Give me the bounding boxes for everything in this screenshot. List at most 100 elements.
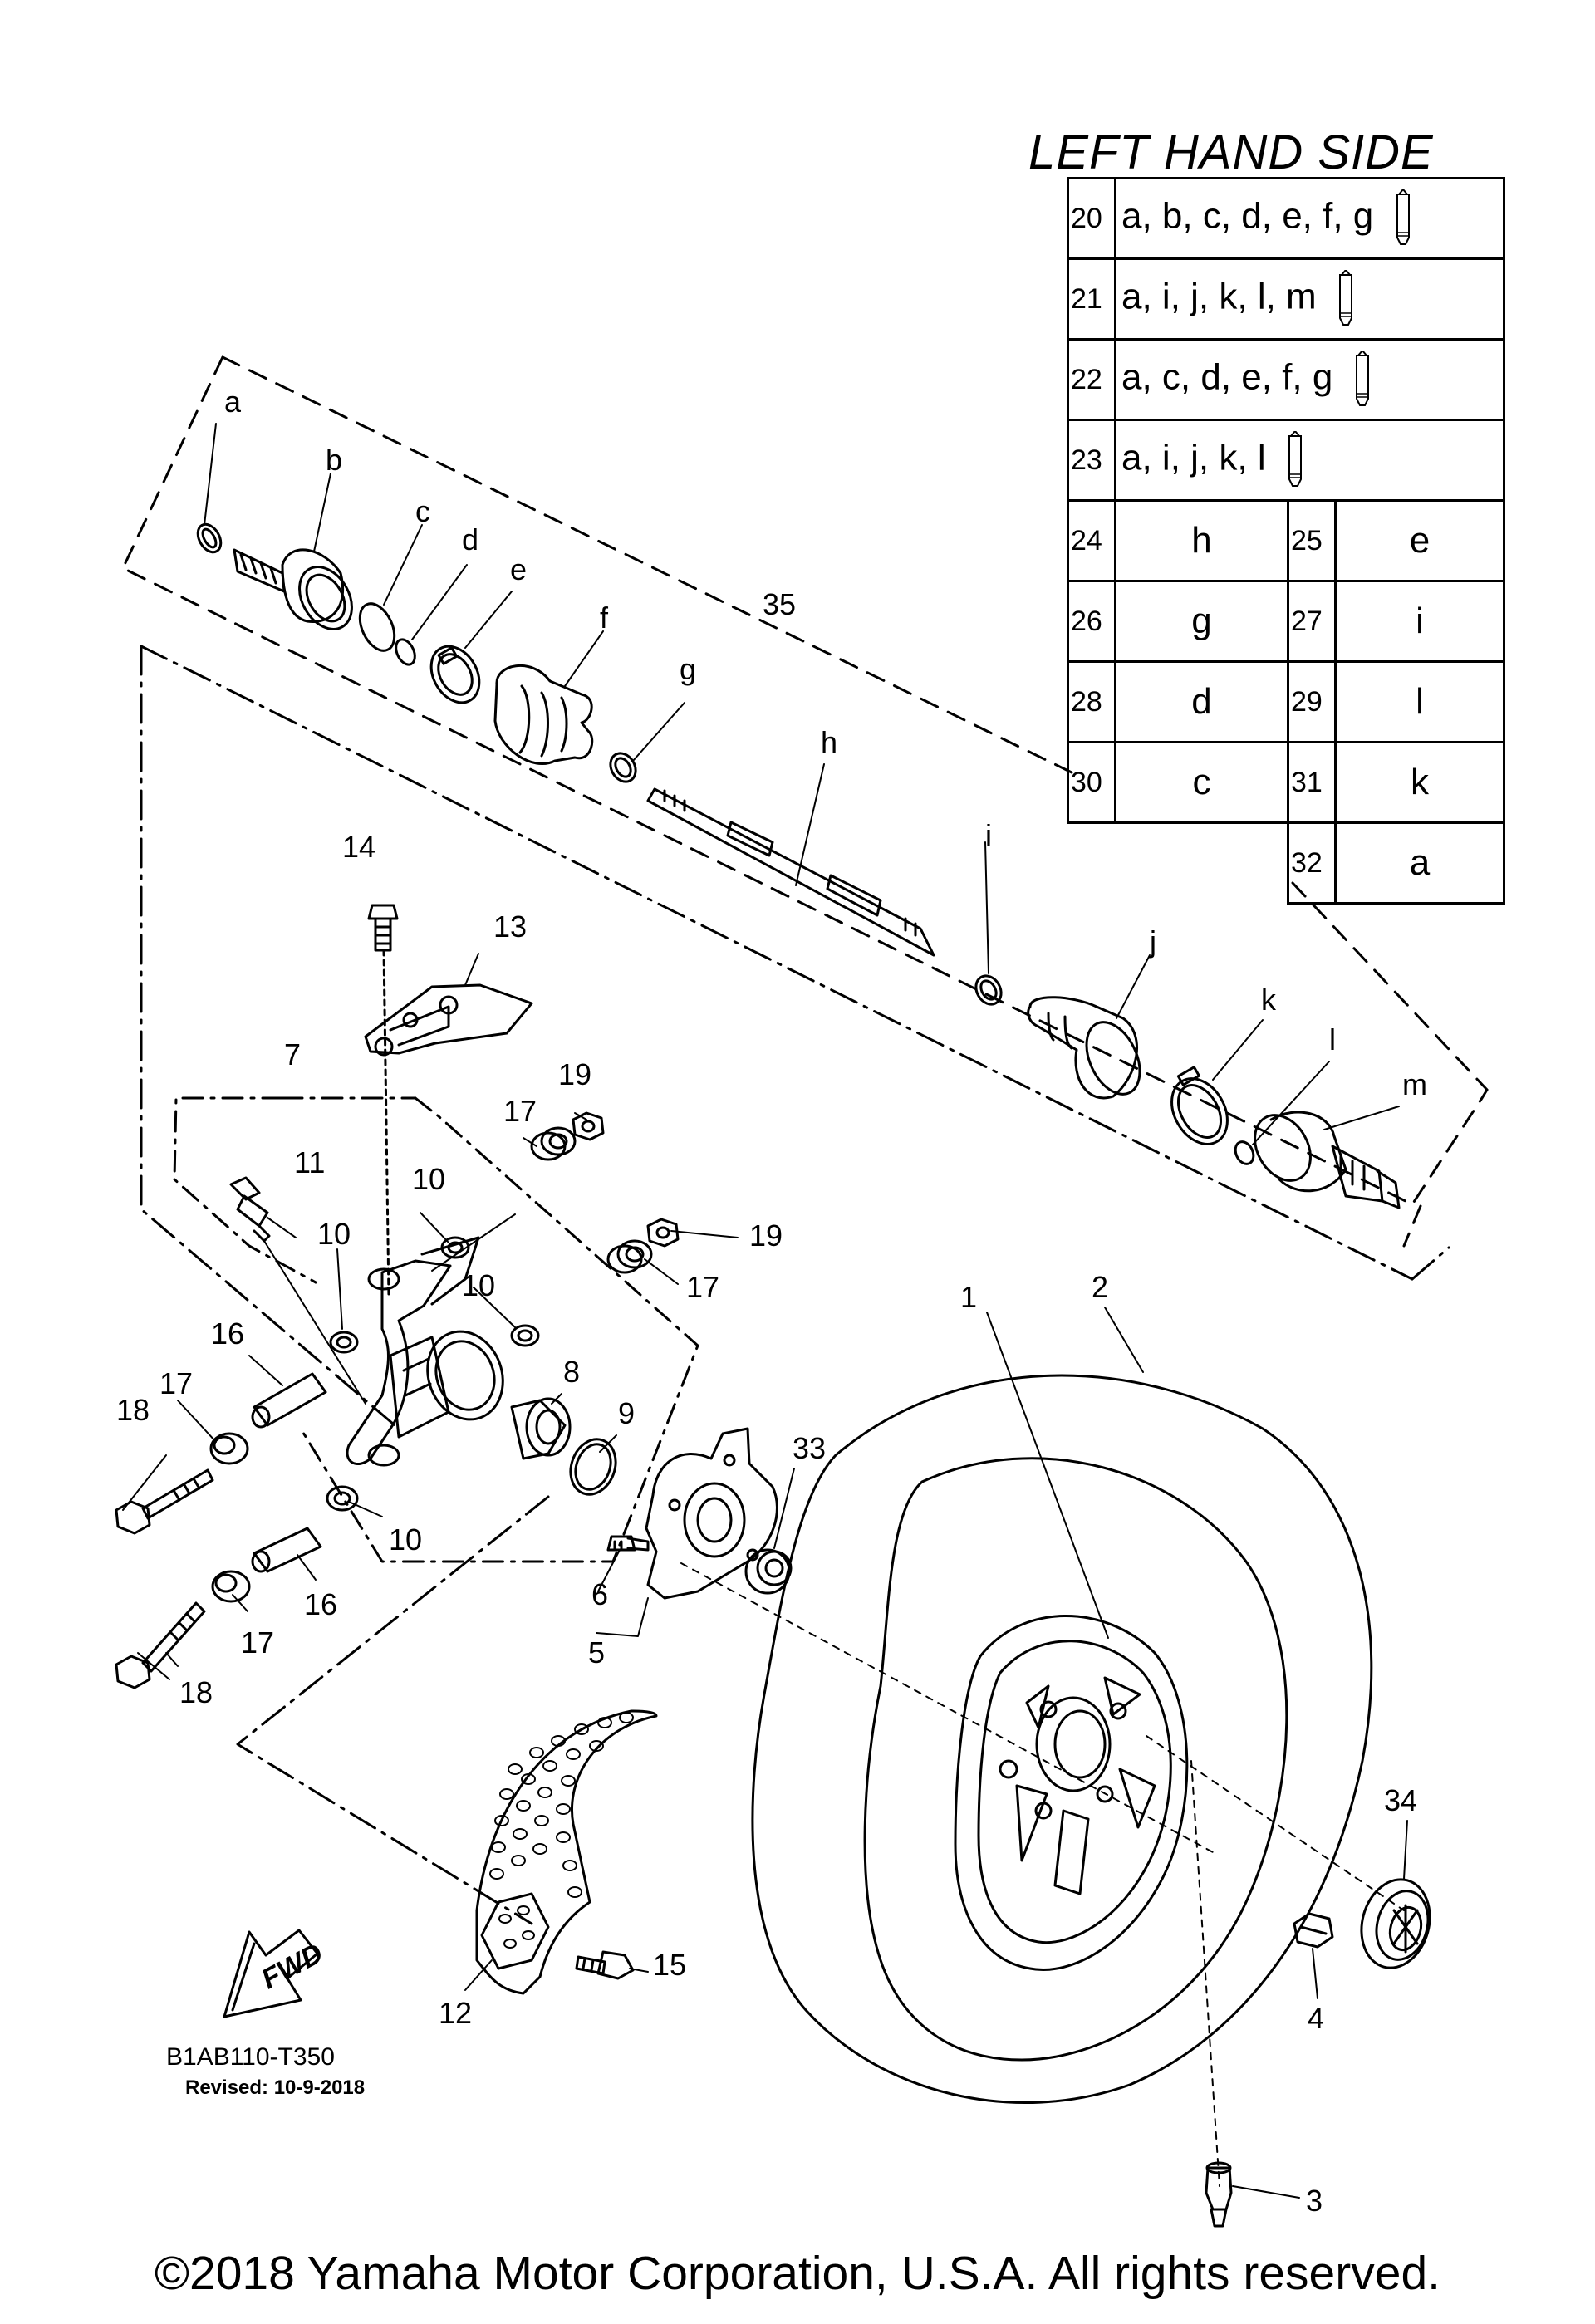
inner-joint-b-icon [233, 548, 353, 630]
bolt-15-icon [575, 1950, 635, 1980]
nut-19-icon [572, 1111, 680, 1248]
legend-title: LEFT HAND SIDE [1028, 125, 1434, 179]
label-d: d [462, 522, 478, 556]
legend-row: 24 h 25 e [1067, 499, 1505, 582]
grease-tube-icon [1338, 270, 1352, 326]
legend-parts-text: a, c, d, e, f, g [1121, 356, 1333, 398]
label-19b: 19 [749, 1218, 783, 1253]
label-10d: 10 [389, 1522, 422, 1557]
label-e: e [510, 552, 527, 586]
dust-seal-10-icon [326, 1236, 540, 1512]
brake-disc-12-icon [475, 1709, 658, 1995]
label-m: m [1402, 1067, 1427, 1101]
bearing-8-icon [510, 1397, 572, 1460]
leader-lines [122, 423, 1408, 2199]
legend-value: k [1334, 741, 1505, 824]
legend-parts: a, b, c, d, e, f, g [1114, 177, 1505, 260]
wheel-nut-4-icon [1293, 1912, 1334, 1949]
legend-num: 21 [1067, 257, 1116, 341]
legend-num: 20 [1067, 177, 1116, 260]
legend-value: d [1114, 660, 1289, 743]
legend-num: 28 [1067, 660, 1116, 743]
label-i: i [985, 818, 992, 852]
boot-j-icon [1027, 996, 1141, 1100]
driveshaft-kit-outline [121, 355, 1489, 1248]
legend-num: 24 [1067, 499, 1116, 582]
label-4: 4 [1308, 2001, 1324, 2035]
label-16b: 16 [304, 1587, 337, 1621]
label-2: 2 [1092, 1270, 1108, 1304]
label-g: g [680, 652, 696, 686]
legend-parts: a, i, j, k, l, m [1114, 257, 1505, 341]
label-17a: 17 [503, 1094, 537, 1128]
legend-row: 26 g 27 i [1067, 580, 1505, 663]
callout-labels: a b c d e f g h i j k l m 35 14 13 7 19 … [116, 385, 1427, 2218]
hub-cap-34-icon [1360, 1878, 1431, 1969]
label-35: 35 [763, 587, 796, 621]
outer-joint-m-icon [1254, 1111, 1401, 1209]
circlip-d-icon [395, 638, 416, 666]
label-j: j [1149, 924, 1156, 959]
legend-num: 32 [1287, 821, 1337, 905]
label-c: c [415, 494, 430, 528]
legend-parts: a, i, j, k, l [1114, 419, 1505, 502]
legend-parts-text: a, i, j, k, l [1121, 437, 1266, 478]
label-h: h [821, 725, 837, 759]
hub-5-icon [645, 1427, 778, 1600]
label-16a: 16 [211, 1316, 244, 1351]
legend-row: 28 d 29 l [1067, 660, 1505, 743]
copyright-notice: ©2018 Yamaha Motor Corporation, U.S.A. A… [155, 2247, 1440, 2300]
circlip-l-icon [1234, 1140, 1255, 1165]
boot-f-icon [493, 664, 594, 766]
label-33: 33 [793, 1431, 826, 1465]
legend-value: e [1334, 499, 1505, 582]
legend-num: 22 [1067, 338, 1116, 421]
label-l: l [1329, 1022, 1336, 1057]
driveshaft-h-icon [646, 787, 935, 957]
legend-parts-text: a, i, j, k, l, m [1121, 276, 1317, 317]
collar-16-icon [251, 1372, 327, 1573]
bolt-18-icon [115, 1468, 214, 1689]
label-10c: 10 [462, 1268, 495, 1302]
valve-3-icon [1205, 2161, 1233, 2228]
label-10a: 10 [412, 1162, 445, 1196]
label-a: a [224, 385, 242, 419]
boot-band-k-icon [1170, 1066, 1229, 1145]
wheel-1-icon [954, 1615, 1189, 1971]
stud-bolt-6-icon [606, 1535, 650, 1552]
label-18b: 18 [179, 1675, 213, 1709]
revised-date: Revised: 10-9-2018 [185, 2076, 366, 2099]
legend-num: 27 [1287, 580, 1337, 663]
legend-num: 23 [1067, 419, 1116, 502]
label-12: 12 [439, 1996, 472, 2030]
label-17b: 17 [686, 1270, 719, 1304]
grease-tube-icon [1396, 189, 1410, 245]
label-13: 13 [493, 909, 527, 944]
label-1: 1 [960, 1280, 977, 1314]
bushing-17-icon [209, 1126, 653, 1603]
legend-value: h [1114, 499, 1289, 582]
label-9: 9 [618, 1396, 635, 1430]
label-6: 6 [591, 1577, 608, 1611]
legend-parts: a, c, d, e, f, g [1114, 338, 1505, 421]
grease-tube-icon [1288, 431, 1302, 487]
hose-guide-13-icon [364, 983, 533, 1057]
fwd-arrow-icon: FWD [223, 1929, 328, 2018]
legend-value: c [1114, 741, 1289, 824]
legend-num: 31 [1287, 741, 1337, 824]
legend-parts-text: a, b, c, d, e, f, g [1121, 195, 1374, 237]
label-b: b [326, 443, 342, 477]
circlip-9-icon [569, 1438, 617, 1496]
label-17d: 17 [241, 1625, 274, 1660]
knuckle-group-outline [173, 1096, 699, 1563]
boot-band-e-icon [429, 645, 481, 704]
legend-value: g [1114, 580, 1289, 663]
label-19a: 19 [558, 1057, 591, 1091]
label-5: 5 [588, 1635, 605, 1669]
label-15: 15 [653, 1948, 686, 1982]
bolt-14-icon [367, 904, 399, 1299]
legend-table: 20 a, b, c, d, e, f, g 21 a, i, j, k, l,… [1067, 177, 1505, 905]
knuckle-icon [346, 1213, 516, 1467]
